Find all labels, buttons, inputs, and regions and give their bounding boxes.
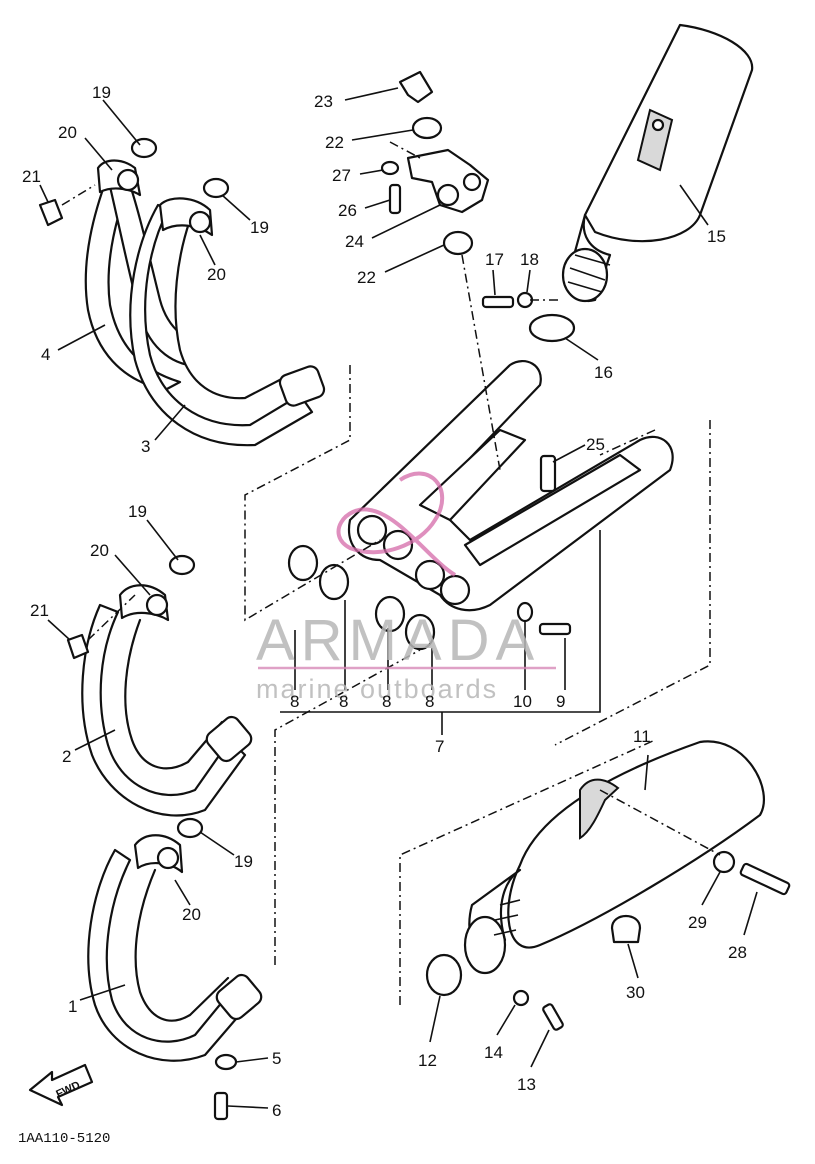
callouts: 19 20 21 19 20 4 3 19 20 21 2 19 20 1 5 … bbox=[22, 83, 747, 1120]
document-code: 1AA110-5120 bbox=[18, 1131, 110, 1147]
clamp-16 bbox=[528, 313, 576, 343]
callout-15: 15 bbox=[707, 227, 726, 246]
damper-30 bbox=[610, 914, 642, 944]
bolt-9 bbox=[538, 622, 572, 636]
callout-2: 2 bbox=[62, 747, 71, 766]
callout-12: 12 bbox=[418, 1051, 437, 1070]
callout-14: 14 bbox=[484, 1043, 503, 1062]
bolt-17 bbox=[481, 295, 515, 309]
callout-20: 20 bbox=[58, 123, 77, 142]
callout-10: 10 bbox=[513, 692, 532, 711]
clamp-12 bbox=[425, 953, 463, 997]
callout-8: 8 bbox=[339, 692, 348, 711]
callout-20: 20 bbox=[207, 265, 226, 284]
callout-24: 24 bbox=[345, 232, 364, 251]
callout-21: 21 bbox=[22, 167, 41, 186]
callout-30: 30 bbox=[626, 983, 645, 1002]
bolt-6 bbox=[213, 1091, 229, 1121]
exhaust-pipe-3 bbox=[129, 197, 326, 447]
nut-21b bbox=[66, 633, 90, 660]
washer-29 bbox=[712, 850, 736, 874]
hardware bbox=[38, 137, 791, 1121]
callout-21: 21 bbox=[30, 601, 49, 620]
gasket-19c bbox=[168, 554, 196, 576]
callout-6: 6 bbox=[272, 1101, 281, 1120]
bracket-assembly bbox=[380, 70, 490, 256]
bolt-13 bbox=[542, 1003, 564, 1031]
callout-17: 17 bbox=[485, 250, 504, 269]
callout-22: 22 bbox=[325, 133, 344, 152]
callout-3: 3 bbox=[141, 437, 150, 456]
callout-29: 29 bbox=[688, 913, 707, 932]
center-pipe-assembly-7 bbox=[336, 359, 674, 612]
gasket-8d bbox=[404, 613, 436, 651]
callout-23: 23 bbox=[314, 92, 333, 111]
gasket-8a bbox=[287, 544, 319, 582]
callout-22: 22 bbox=[357, 268, 376, 287]
callout-11: 11 bbox=[633, 727, 651, 746]
callout-19: 19 bbox=[92, 83, 111, 102]
callout-19: 19 bbox=[250, 218, 269, 237]
nut-14 bbox=[512, 989, 530, 1007]
callout-27: 27 bbox=[332, 166, 351, 185]
watermark-brand: ARMADA bbox=[256, 608, 540, 673]
assembly-lines bbox=[61, 141, 721, 1005]
muffler-15 bbox=[561, 23, 754, 303]
callout-26: 26 bbox=[338, 201, 357, 220]
callout-8: 8 bbox=[290, 692, 299, 711]
callout-9: 9 bbox=[556, 692, 565, 711]
muffler-11 bbox=[463, 740, 765, 975]
fwd-arrow-icon: FWD bbox=[28, 1063, 94, 1107]
callout-25: 25 bbox=[586, 435, 605, 454]
callout-1: 1 bbox=[68, 997, 77, 1016]
watermark: ARMADA marine outboards bbox=[256, 608, 556, 704]
callout-19: 19 bbox=[234, 852, 253, 871]
leader-lines bbox=[39, 87, 758, 1109]
callout-4: 4 bbox=[41, 345, 50, 364]
callout-20: 20 bbox=[182, 905, 201, 924]
gasket-19d bbox=[176, 817, 204, 839]
callout-8: 8 bbox=[425, 692, 434, 711]
nut-21a bbox=[38, 198, 64, 227]
callout-13: 13 bbox=[517, 1075, 536, 1094]
bolt-28 bbox=[739, 862, 791, 896]
callout-5: 5 bbox=[272, 1049, 281, 1068]
callout-7: 7 bbox=[435, 737, 444, 756]
callout-16: 16 bbox=[594, 363, 613, 382]
gasket-8c bbox=[374, 595, 406, 633]
exhaust-pipe-1 bbox=[87, 834, 263, 1062]
callout-19: 19 bbox=[128, 502, 147, 521]
gasket-19b bbox=[202, 177, 230, 199]
watermark-tagline: marine outboards bbox=[256, 674, 498, 704]
gasket-8b bbox=[318, 563, 350, 601]
callout-28: 28 bbox=[728, 943, 747, 962]
callout-18: 18 bbox=[520, 250, 539, 269]
gasket-19a bbox=[130, 137, 158, 159]
callout-8: 8 bbox=[382, 692, 391, 711]
callout-20: 20 bbox=[90, 541, 109, 560]
exhaust-pipe-2 bbox=[81, 584, 253, 817]
washer-18 bbox=[516, 291, 534, 309]
nut-5 bbox=[214, 1053, 238, 1071]
